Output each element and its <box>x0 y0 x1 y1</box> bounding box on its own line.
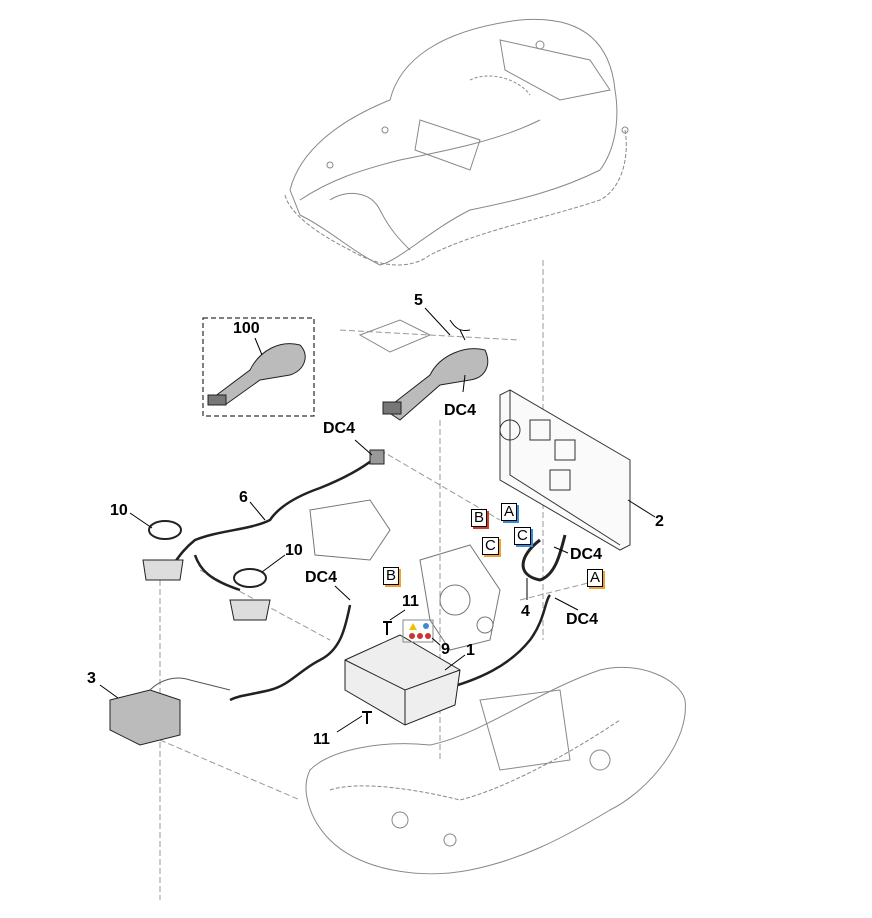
control-box-2 <box>499 389 631 551</box>
seal-ring <box>233 568 267 588</box>
seal-ring <box>148 520 182 540</box>
callout-dc4: DC4 <box>566 611 599 628</box>
callout-dc4: DC4 <box>323 420 356 437</box>
chassis <box>305 666 686 875</box>
callout-dc4: DC4 <box>570 546 603 563</box>
callout-1: 1 <box>466 642 475 659</box>
connector-marker-a: A <box>501 503 518 521</box>
callout-3: 3 <box>87 670 96 687</box>
screw-11 <box>362 711 372 724</box>
controller-1 <box>344 634 461 726</box>
connector-marker-a: A <box>587 569 604 587</box>
bracket-3 <box>109 677 231 746</box>
callout-10: 10 <box>110 502 128 519</box>
connector-marker-c: C <box>514 527 531 545</box>
callout-9: 9 <box>441 641 450 658</box>
callout-dc4: DC4 <box>444 402 477 419</box>
kit-100-frame <box>202 317 315 417</box>
callout-2: 2 <box>655 513 664 530</box>
ribbon-cable-100 <box>207 343 306 406</box>
connector-marker-b: B <box>471 509 488 527</box>
callout-5: 5 <box>414 292 423 309</box>
callout-6: 6 <box>239 489 248 506</box>
callout-4: 4 <box>521 603 530 620</box>
callout-dc4: DC4 <box>305 569 338 586</box>
callout-11: 11 <box>313 731 330 748</box>
callout-11: 11 <box>402 593 419 610</box>
connector-marker-c: C <box>482 537 499 555</box>
main-harness <box>229 594 552 702</box>
connector-marker-b: B <box>383 567 400 585</box>
screw-11 <box>383 621 392 635</box>
ribbon-cable-5 <box>358 319 489 421</box>
top-cover <box>284 18 629 266</box>
harness-6 <box>173 457 376 592</box>
sensor-housings <box>142 559 271 621</box>
warning-label-9 <box>402 619 434 643</box>
callout-10: 10 <box>285 542 303 559</box>
callout-100: 100 <box>233 320 260 337</box>
cable-4 <box>521 534 567 582</box>
